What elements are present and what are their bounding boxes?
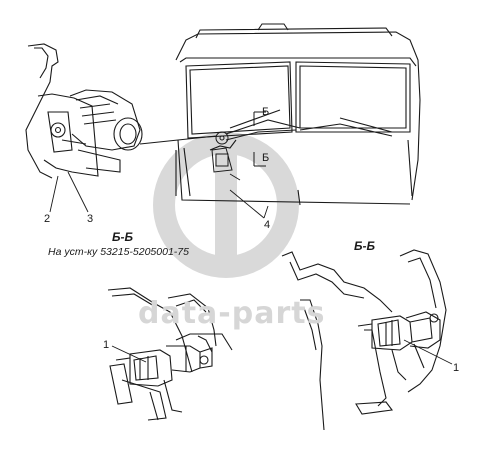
section-title-right: Б-Б xyxy=(354,239,375,253)
leader-right-1 xyxy=(403,339,453,365)
cab-outline xyxy=(175,23,421,206)
callout-2: 2 xyxy=(44,213,51,225)
leader-lines-top xyxy=(49,171,269,219)
leader-left-1 xyxy=(111,345,147,363)
wiper-linkage xyxy=(211,129,297,173)
section-right-drawing xyxy=(281,249,447,431)
callout-1-left: 1 xyxy=(103,339,110,351)
section-title-left: Б-Б xyxy=(112,230,133,244)
callout-1-right: 1 xyxy=(453,362,460,374)
callout-4: 4 xyxy=(264,219,271,231)
section-left-drawing xyxy=(107,287,233,421)
install-note: На уст-ку 53215-5205001-75 xyxy=(48,246,189,258)
cut-mark-bottom: Б xyxy=(262,152,270,164)
cut-marks xyxy=(253,111,266,167)
callout-3: 3 xyxy=(87,213,94,225)
wiper-motor xyxy=(50,89,217,151)
cut-mark-top: Б xyxy=(262,106,270,118)
motor-bracket xyxy=(25,43,121,179)
watermark-text: data-parts xyxy=(138,296,326,331)
